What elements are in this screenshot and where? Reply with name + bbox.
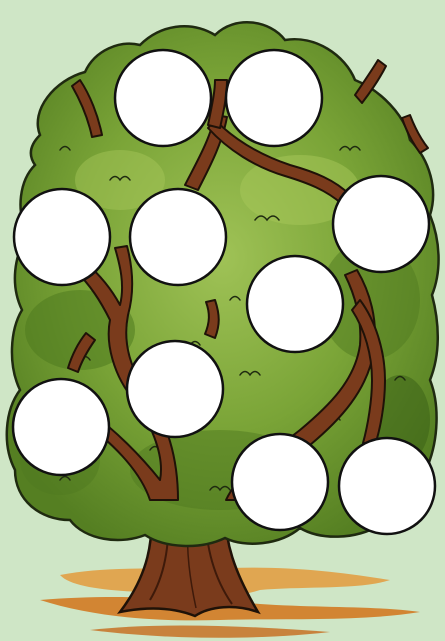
portrait-frame-7[interactable] — [127, 341, 223, 437]
portrait-frame-10[interactable] — [339, 438, 435, 534]
portrait-frame-6[interactable] — [247, 256, 343, 352]
portrait-frame-5[interactable] — [333, 176, 429, 272]
portrait-frame-3[interactable] — [14, 189, 110, 285]
portrait-frame-8[interactable] — [13, 379, 109, 475]
portrait-frame-9[interactable] — [232, 434, 328, 530]
portrait-frame-4[interactable] — [130, 189, 226, 285]
portrait-frame-2[interactable] — [226, 50, 322, 146]
portrait-frame-1[interactable] — [115, 50, 211, 146]
